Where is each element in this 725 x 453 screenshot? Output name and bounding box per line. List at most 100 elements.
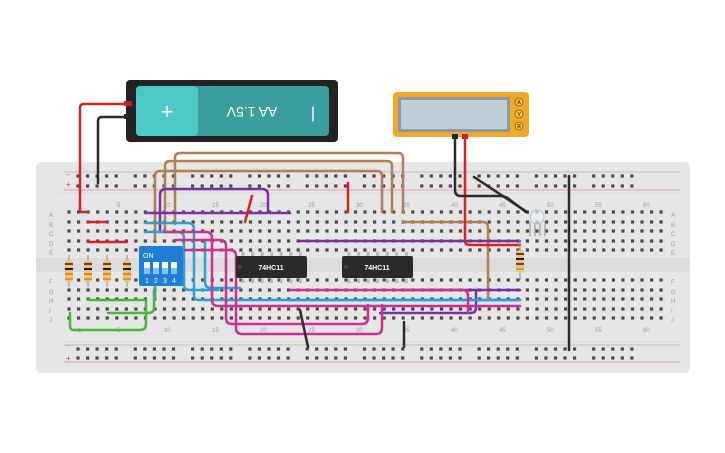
breadboard-hole[interactable]	[392, 210, 396, 214]
breadboard-hole[interactable]	[124, 307, 128, 311]
breadboard-hole[interactable]	[229, 229, 233, 233]
breadboard-hole[interactable]	[564, 210, 568, 214]
breadboard-hole[interactable]	[239, 316, 243, 320]
rail-hole[interactable]	[611, 174, 615, 178]
breadboard-hole[interactable]	[363, 248, 367, 252]
battery-red-wire[interactable]	[78, 102, 128, 214]
breadboard-hole[interactable]	[544, 248, 549, 252]
rail-hole[interactable]	[95, 184, 99, 188]
breadboard-hole[interactable]	[468, 248, 472, 252]
rail-hole[interactable]	[143, 174, 147, 178]
breadboard-hole[interactable]	[134, 278, 138, 282]
rail-hole[interactable]	[601, 174, 605, 178]
rail-hole[interactable]	[334, 184, 338, 188]
breadboard-hole[interactable]	[334, 229, 338, 233]
breadboard-hole[interactable]	[640, 220, 644, 224]
rail-hole[interactable]	[171, 347, 176, 351]
breadboard-hole[interactable]	[611, 210, 615, 214]
brown-wire-2[interactable]	[163, 159, 394, 234]
breadboard-hole[interactable]	[67, 220, 71, 224]
breadboard-hole[interactable]	[229, 316, 233, 320]
breadboard-hole[interactable]	[640, 239, 644, 243]
breadboard-hole[interactable]	[392, 278, 396, 282]
breadboard-hole[interactable]	[325, 307, 329, 311]
breadboard-hole[interactable]	[544, 307, 549, 311]
breadboard-hole[interactable]	[248, 316, 253, 320]
rail-hole[interactable]	[630, 347, 634, 351]
breadboard-hole[interactable]	[659, 220, 663, 224]
pink-wire-3[interactable]	[183, 248, 384, 336]
breadboard-hole[interactable]	[497, 229, 501, 233]
breadboard-hole[interactable]	[544, 278, 549, 282]
breadboard-hole[interactable]	[353, 278, 358, 282]
breadboard-hole[interactable]	[544, 210, 549, 214]
rail-hole[interactable]	[563, 184, 567, 188]
breadboard-hole[interactable]	[554, 288, 558, 292]
breadboard-hole[interactable]	[430, 316, 434, 320]
rail-hole[interactable]	[611, 184, 615, 188]
breadboard-hole[interactable]	[659, 278, 663, 282]
breadboard-hole[interactable]	[86, 248, 90, 252]
black-jumper-1[interactable]	[472, 175, 529, 214]
breadboard-hole[interactable]	[248, 307, 253, 311]
breadboard-hole[interactable]	[516, 229, 520, 233]
breadboard-hole[interactable]	[77, 220, 81, 224]
breadboard-hole[interactable]	[115, 307, 119, 311]
rail-hole[interactable]	[143, 184, 147, 188]
breadboard-hole[interactable]	[439, 278, 444, 282]
breadboard-hole[interactable]	[592, 307, 596, 311]
rail-hole[interactable]	[477, 184, 481, 188]
breadboard-hole[interactable]	[392, 248, 396, 252]
breadboard-hole[interactable]	[86, 307, 90, 311]
rail-hole[interactable]	[372, 184, 376, 188]
breadboard-hole[interactable]	[611, 316, 615, 320]
breadboard-hole[interactable]	[458, 316, 463, 320]
breadboard-hole[interactable]	[439, 210, 444, 214]
resistor-3[interactable]	[103, 255, 111, 287]
breadboard-hole[interactable]	[573, 288, 577, 292]
breadboard-hole[interactable]	[115, 229, 119, 233]
breadboard-hole[interactable]	[373, 248, 377, 252]
breadboard-hole[interactable]	[554, 248, 558, 252]
breadboard-hole[interactable]	[573, 248, 577, 252]
breadboard-hole[interactable]	[105, 288, 109, 292]
rail-hole[interactable]	[563, 356, 567, 360]
breadboard-hole[interactable]	[659, 229, 663, 233]
resistor-4[interactable]	[123, 255, 131, 287]
breadboard-hole[interactable]	[115, 220, 119, 224]
breadboard-hole[interactable]	[315, 316, 319, 320]
breadboard-hole[interactable]	[210, 229, 214, 233]
breadboard-hole[interactable]	[201, 307, 205, 311]
rail-hole[interactable]	[133, 347, 137, 351]
breadboard-hole[interactable]	[592, 229, 596, 233]
breadboard-hole[interactable]	[382, 316, 386, 320]
brown-wire-3[interactable]	[153, 169, 384, 242]
breadboard-hole[interactable]	[191, 307, 195, 311]
multimeter-mode-v-button[interactable]	[514, 109, 524, 119]
rail-hole[interactable]	[229, 184, 233, 188]
breadboard-hole[interactable]	[564, 288, 568, 292]
breadboard-hole[interactable]	[201, 278, 205, 282]
rail-hole[interactable]	[487, 174, 491, 178]
rail-hole[interactable]	[611, 356, 615, 360]
rail-hole[interactable]	[534, 347, 538, 351]
rail-hole[interactable]	[601, 347, 605, 351]
rail-hole[interactable]	[257, 184, 261, 188]
breadboard-hole[interactable]	[525, 297, 529, 301]
breadboard-hole[interactable]	[382, 229, 386, 233]
breadboard-hole[interactable]	[602, 307, 606, 311]
breadboard-hole[interactable]	[172, 316, 176, 320]
breadboard-hole[interactable]	[430, 229, 434, 233]
rail-hole[interactable]	[133, 184, 137, 188]
breadboard-hole[interactable]	[77, 278, 81, 282]
breadboard-hole[interactable]	[134, 248, 138, 252]
rail-hole[interactable]	[592, 174, 596, 178]
rail-hole[interactable]	[305, 174, 309, 178]
breadboard-hole[interactable]	[573, 229, 577, 233]
rail-hole[interactable]	[448, 347, 452, 351]
rail-hole[interactable]	[305, 347, 309, 351]
breadboard-hole[interactable]	[650, 239, 654, 243]
rail-hole[interactable]	[305, 184, 309, 188]
rail-hole[interactable]	[592, 356, 596, 360]
breadboard-hole[interactable]	[630, 288, 635, 292]
